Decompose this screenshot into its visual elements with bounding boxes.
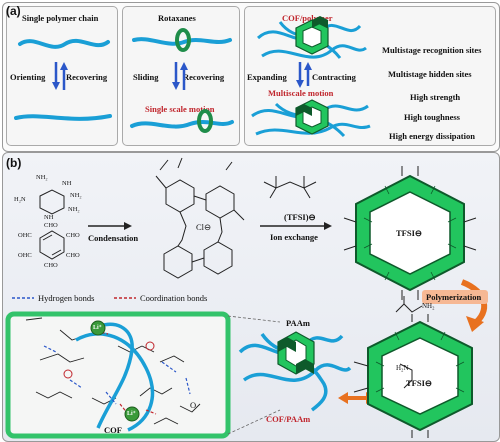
monomer2-group-5: OHC: [18, 252, 32, 259]
negative-charge-1: [63, 369, 73, 379]
li-ion-2: [124, 406, 140, 422]
rotaxane-ring-top: [175, 28, 191, 52]
monomer1-group-5: NH₂: [68, 206, 80, 213]
legend-coord-label: Coordination bonds: [140, 293, 208, 303]
monomer2-group-6: CHO: [44, 262, 58, 269]
cof-paam-composite: [238, 331, 352, 412]
tfsi-top-label: TFSI⊖: [396, 228, 423, 238]
monomer1-group-3: NH₂: [70, 192, 82, 199]
col2-left-label: Sliding: [133, 72, 159, 82]
monomer2-group-2: CHO: [66, 232, 80, 239]
oxygen-label: O: [190, 400, 197, 410]
zoom-line-top: [227, 315, 281, 323]
cof-polymer-bottom: [251, 99, 371, 138]
monomer2-group-3: OHC: [18, 232, 32, 239]
col1-title: Single polymer chain: [22, 13, 99, 23]
inset-hbond-lines: [43, 345, 191, 405]
col3-right-label: Contracting: [312, 72, 356, 82]
paam-label: PAAm: [286, 318, 310, 328]
polymer-chain-relaxed: [18, 38, 110, 49]
cof-hexagon-top: [355, 174, 465, 292]
polymerization-badge: [422, 290, 488, 304]
col1-left-label: Orienting: [10, 72, 46, 82]
rotaxane-axle-bottom: [130, 120, 234, 129]
rotaxane-axle-top: [132, 37, 232, 46]
li-label-2: Li⁺: [127, 411, 136, 417]
cof-hexagon-bottom-connectors: [353, 314, 429, 438]
col2-right-label: Recovering: [183, 72, 225, 82]
tfsi-formula-label: (TFSI)⊖: [284, 212, 316, 222]
panel-a-col1-box: [6, 6, 118, 146]
monomer1-group-6: NH: [44, 214, 54, 221]
monomer-1: [39, 189, 65, 215]
col3-title: COF/polymer: [282, 13, 333, 23]
property-3: High strength: [410, 92, 461, 102]
cof-paam-label: COF/PAAm: [266, 414, 311, 424]
col2-title: Rotaxanes: [158, 13, 196, 23]
cof-hexagon-bottom: [367, 320, 473, 432]
property-2: Multistage hidden sites: [388, 69, 472, 79]
col3-left-label: Expanding: [247, 72, 287, 82]
rotaxane-ring-bottom: [197, 109, 213, 133]
condensation-label: Condensation: [88, 233, 139, 243]
amide-label: H₂N: [396, 364, 409, 372]
property-1: Multistage recognition sites: [382, 45, 482, 55]
tfsi-bottom-label: TFSI⊖: [406, 378, 433, 388]
col1-right-label: Recovering: [66, 72, 108, 82]
monomer2-group-1: CHO: [44, 222, 58, 229]
monomer1-group-1: NH₂: [36, 174, 48, 181]
cof-hexagon-top-connectors: [343, 166, 477, 300]
inset-box: [5, 311, 231, 439]
panel-a-letter: (a): [6, 4, 21, 18]
acrylamide-structure: [395, 296, 423, 313]
property-5: High energy dissipation: [389, 131, 475, 141]
cof-polymer-top: [256, 16, 367, 59]
single-scale-motion: Single scale motion: [145, 104, 215, 114]
acrylamide-nh2-label: NH₂: [422, 302, 435, 310]
polymer-chain-stretched: [14, 114, 112, 121]
ion-exchange-label: Ion exchange: [270, 232, 318, 242]
cof-fragment-structure: [155, 157, 245, 279]
negative-charge-2: [145, 341, 155, 351]
li-ion-1: [90, 320, 106, 336]
panel-b-letter: (b): [6, 156, 22, 170]
cof-inset-label: COF: [104, 425, 122, 435]
monomer1-group-2: NH: [62, 180, 72, 187]
tfsi-structure: [263, 176, 317, 199]
li-label-1: Li⁺: [93, 325, 102, 331]
chloride-label: Cl⊖: [196, 222, 212, 232]
polymerization-label: Polymerization: [426, 292, 482, 302]
multiscale-motion: Multiscale motion: [268, 88, 334, 98]
legend-hbond-label: Hydrogen bonds: [38, 293, 95, 303]
property-4: High toughness: [404, 112, 460, 122]
zoom-line-bottom: [227, 409, 281, 435]
monomer1-group-4: H₂N: [14, 196, 26, 203]
monomer2-group-4: CHO: [66, 252, 80, 259]
monomer-2: [39, 230, 65, 260]
